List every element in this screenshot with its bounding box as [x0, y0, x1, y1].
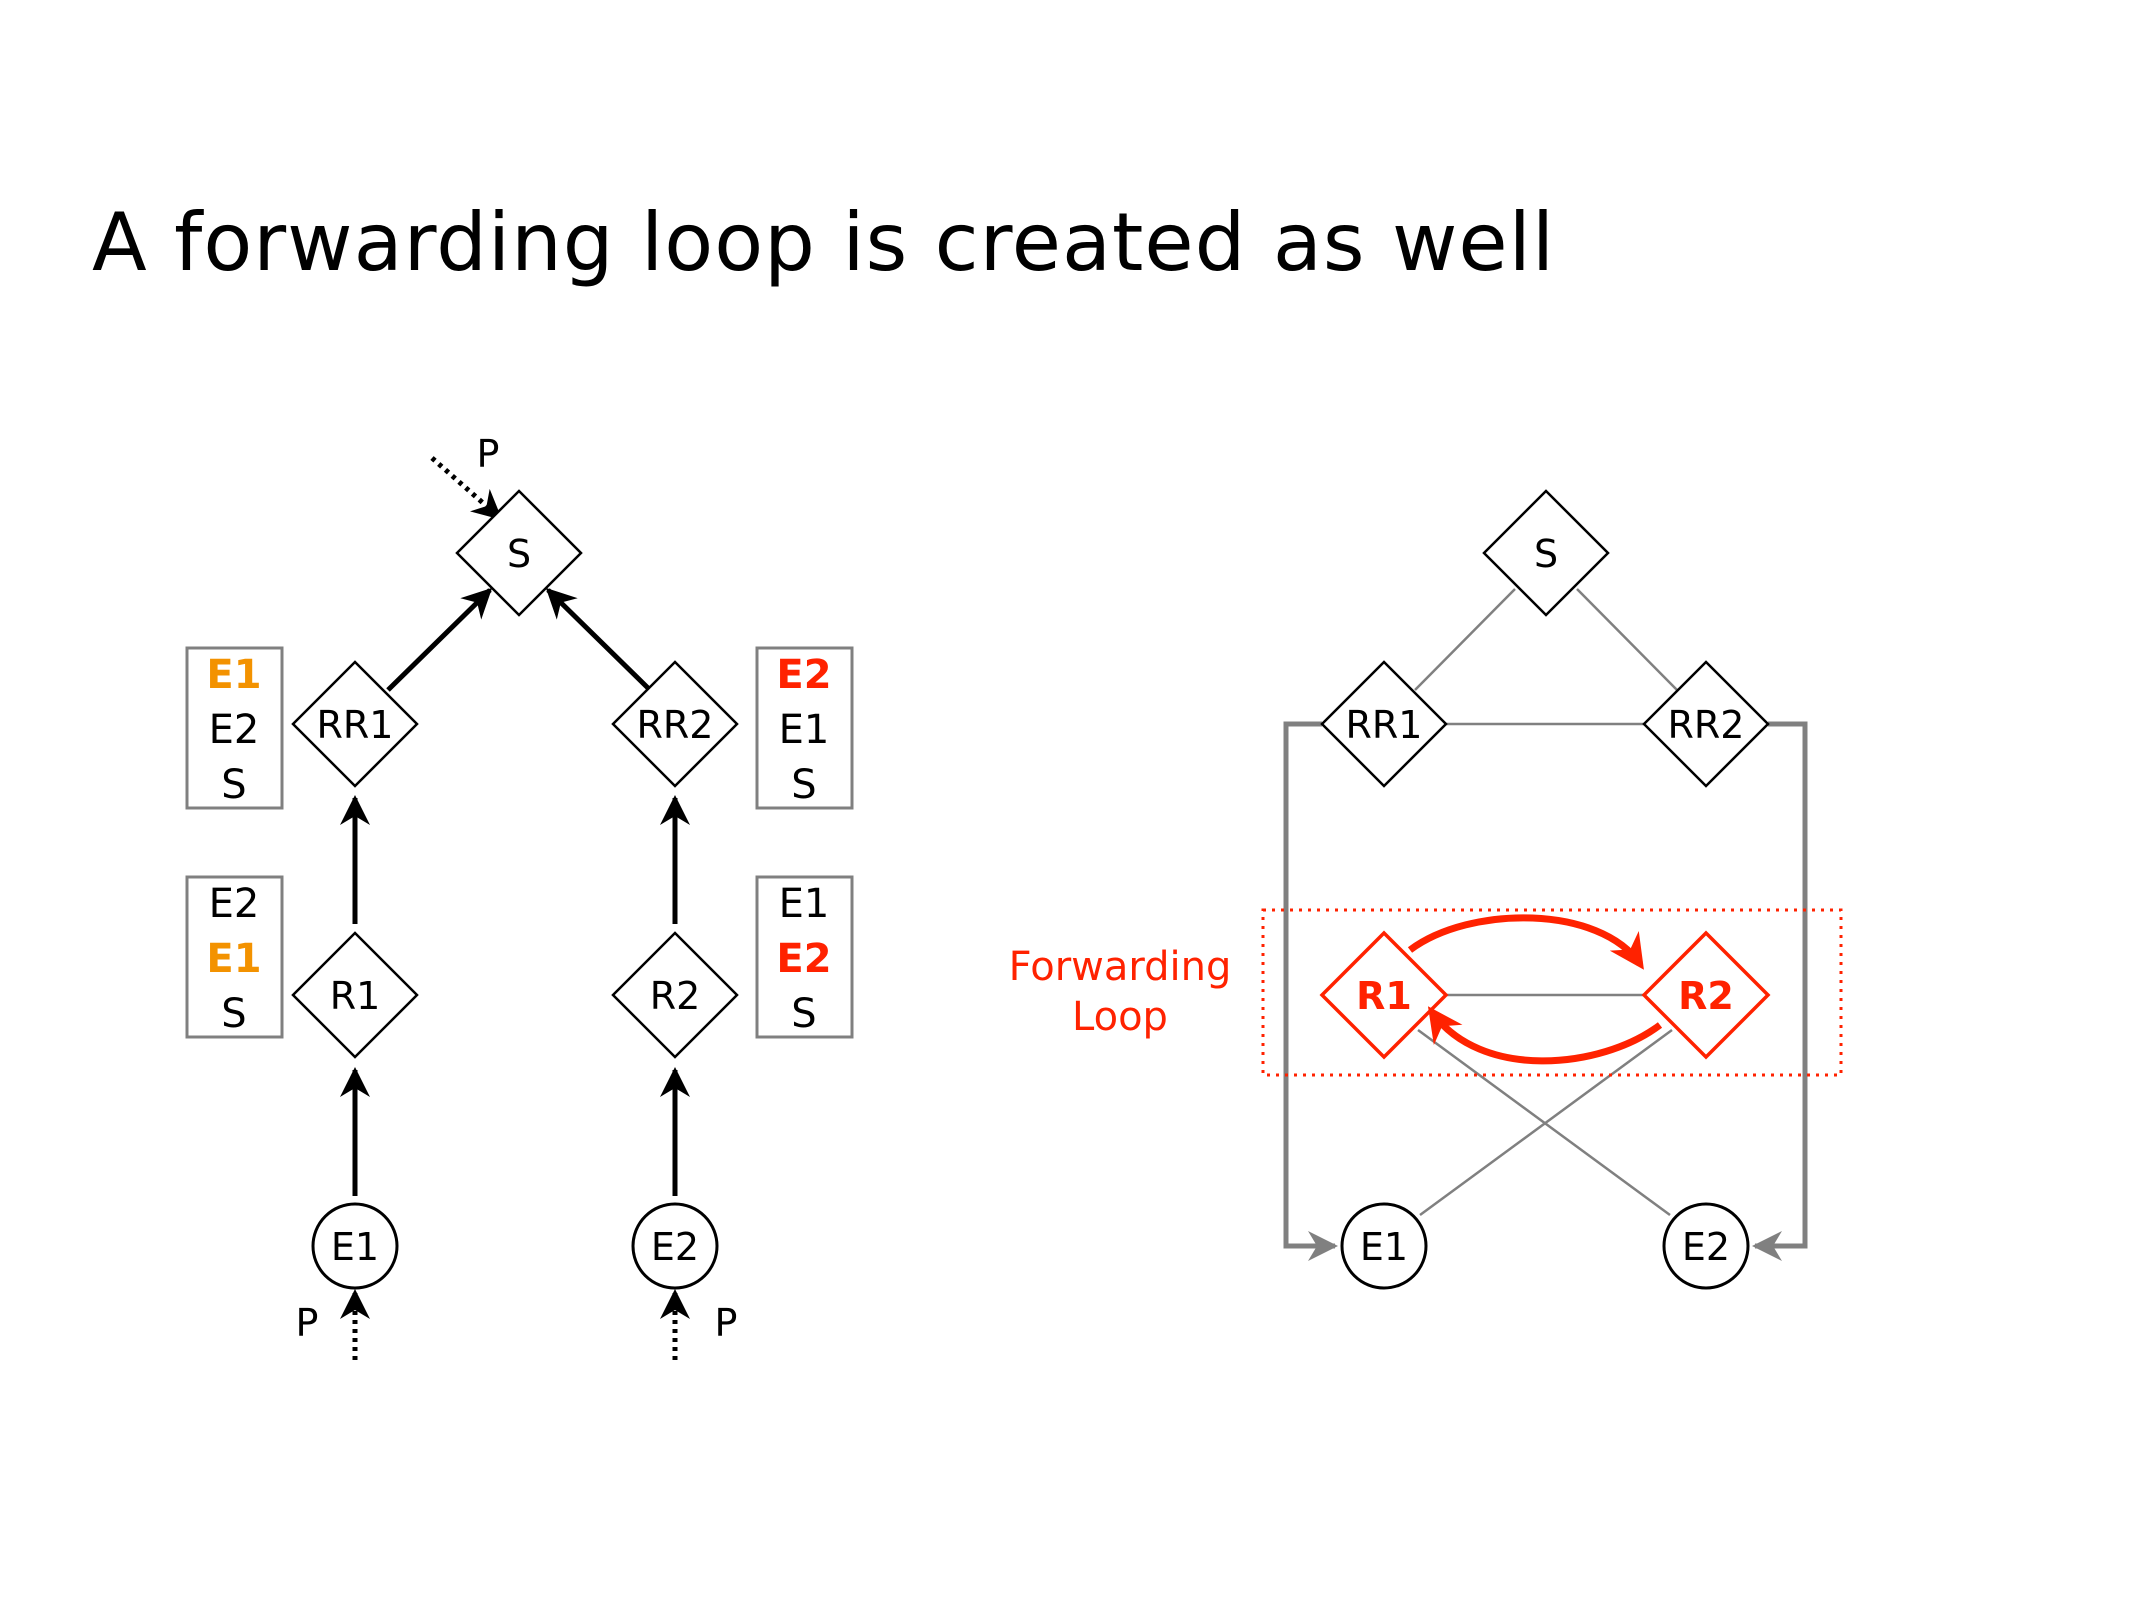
forwarding-loop-box — [1261, 908, 1843, 1077]
route-table-r1-row-0: E2 — [209, 881, 260, 927]
node-r1-right-label: R1 — [1356, 974, 1412, 1018]
route-table-rr1-row-2: S — [221, 762, 246, 808]
node-rr1-right-label: RR1 — [1346, 703, 1423, 747]
node-rr1: RR1 — [291, 660, 419, 788]
route-table-rr1-row-0: E1 — [206, 652, 261, 698]
node-r2-right: R2 — [1641, 930, 1771, 1060]
node-rr2-right-label: RR2 — [1668, 703, 1745, 747]
path-rr2-e2 — [1752, 721, 1808, 1261]
node-rr2: RR2 — [611, 660, 739, 788]
link-s-rr2 — [1576, 588, 1678, 691]
node-r2-right-label: R2 — [1678, 974, 1734, 1018]
node-s-label: S — [507, 532, 531, 576]
link-r2-e1 — [1419, 1028, 1673, 1217]
node-e2: E2 — [631, 1202, 719, 1290]
node-r1: R1 — [291, 931, 419, 1059]
slide-title: A forwarding loop is created as well — [92, 196, 1556, 289]
node-s: S — [455, 489, 583, 617]
node-rr1-right: RR1 — [1320, 660, 1448, 788]
node-e1-right: E1 — [1340, 1202, 1428, 1290]
node-r2-label: R2 — [650, 974, 701, 1018]
node-rr2-right: RR2 — [1642, 660, 1770, 788]
edge-rr2-s — [545, 587, 652, 692]
route-table-r1-row-2: S — [221, 991, 246, 1037]
node-e1-label: E1 — [331, 1225, 379, 1269]
right-diagram: Forwarding Loop S RR1 RR2 R1 R2 — [1009, 489, 1843, 1290]
inject-label-e1: P — [296, 1301, 319, 1345]
link-s-rr1 — [1414, 588, 1516, 691]
node-e2-right: E2 — [1662, 1202, 1750, 1290]
node-e1-right-label: E1 — [1360, 1225, 1408, 1269]
path-rr1-e1 — [1283, 721, 1338, 1261]
route-table-rr2-row-0: E2 — [776, 652, 831, 698]
prefix-label-s: P — [477, 432, 500, 476]
route-table-rr1: E1 E2 S — [185, 646, 284, 810]
route-table-rr2-row-2: S — [791, 762, 816, 808]
route-table-r2: E1 E2 S — [755, 875, 854, 1039]
loop-arrow-r1-r2 — [1407, 914, 1644, 970]
route-table-rr2: E2 E1 S — [755, 646, 854, 810]
route-table-rr1-row-1: E2 — [209, 707, 260, 753]
node-rr1-label: RR1 — [317, 703, 394, 747]
route-table-r2-row-0: E1 — [779, 881, 830, 927]
left-diagram: P S RR1 RR2 R1 R2 — [185, 432, 854, 1360]
route-table-r1-row-1: E1 — [206, 936, 261, 982]
node-e1: E1 — [311, 1202, 399, 1290]
node-r2: R2 — [611, 931, 739, 1059]
prefix-arrow-s — [430, 456, 503, 520]
node-s-right-label: S — [1534, 532, 1558, 576]
route-table-r2-row-1: E2 — [776, 936, 831, 982]
route-table-r2-row-2: S — [791, 991, 816, 1037]
route-table-rr2-row-1: E1 — [779, 707, 830, 753]
forwarding-loop-label-line2: Loop — [1072, 994, 1168, 1040]
edge-rr1-s — [386, 587, 493, 692]
node-rr2-label: RR2 — [637, 703, 714, 747]
node-e2-label: E2 — [651, 1225, 699, 1269]
inject-label-e2: P — [715, 1301, 738, 1345]
loop-arrow-r2-r1 — [1427, 1006, 1663, 1065]
route-table-r1: E2 E1 S — [185, 875, 284, 1039]
node-r1-label: R1 — [330, 974, 381, 1018]
forwarding-loop-label-line1: Forwarding — [1009, 944, 1232, 990]
node-e2-right-label: E2 — [1682, 1225, 1730, 1269]
node-s-right: S — [1482, 489, 1610, 617]
node-r1-right: R1 — [1319, 930, 1449, 1060]
